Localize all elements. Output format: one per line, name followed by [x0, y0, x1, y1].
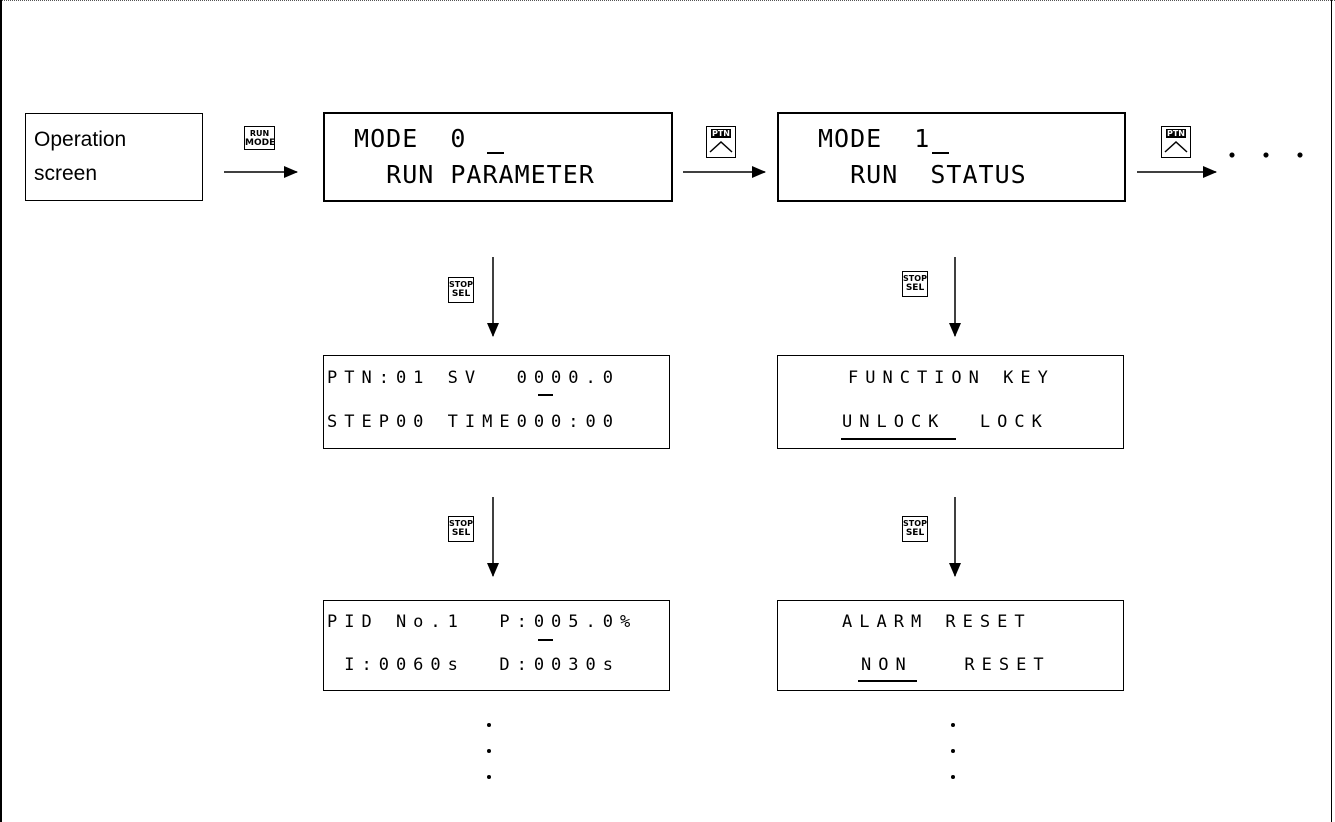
right-continuation-dot-3 [951, 775, 955, 779]
alarm-reset-display: ALARM RESET NON RESET [777, 600, 1124, 691]
ptn-up-key-icon: PTN [706, 126, 736, 158]
function-key-line2: UNLOCK LOCK [842, 412, 1049, 432]
up-chevron-icon [709, 140, 733, 153]
mode1-display: MODE 1 RUN STATUS [777, 112, 1126, 202]
run-mode-key-top: RUN [249, 129, 270, 138]
pid-display: PID No.1 P:005.0% I:0060s D:0030s [323, 600, 670, 691]
function-key-line1: FUNCTION KEY [848, 368, 1055, 388]
up-chevron-icon-2 [1164, 140, 1188, 153]
mode0-line2: RUN PARAMETER [338, 160, 595, 189]
mode0-display: MODE 0 RUN PARAMETER [323, 112, 673, 202]
stop-sel-key-icon-right-2: STOP SEL [902, 516, 928, 542]
operation-screen-line1: Operation [34, 128, 127, 151]
pid-line1: PID No.1 P:005.0% [327, 612, 638, 632]
run-mode-key-icon: RUN MODE [244, 126, 275, 150]
ptn-sv-display: PTN:01 SV 0000.0 STEP00 TIME000:00 [323, 355, 670, 449]
stop-sel-key-icon-right-1: STOP SEL [902, 271, 928, 297]
non-cursor [858, 680, 917, 682]
mode1-cursor [932, 152, 949, 154]
unlock-cursor [841, 438, 956, 440]
pid-cursor [538, 639, 553, 641]
pid-line2: I:0060s D:0030s [327, 655, 620, 675]
ptn-sv-cursor [538, 394, 553, 396]
operation-screen-box: Operation screen [25, 113, 203, 201]
left-continuation-dot-1 [487, 723, 491, 727]
mode1-line2: RUN STATUS [818, 160, 1027, 189]
ptn-sv-line1: PTN:01 SV 0000.0 [327, 368, 620, 388]
ptn-key-label: PTN [710, 129, 731, 138]
stop-sel-key-icon-left-2: STOP SEL [448, 516, 474, 542]
left-continuation-dot-2 [487, 749, 491, 753]
operation-screen-line2: screen [34, 162, 98, 185]
run-mode-key-bottom: MODE [245, 138, 276, 148]
right-continuation-dot-1 [951, 723, 955, 727]
ptn-key-label-2: PTN [1165, 129, 1186, 138]
right-continuation-dot-2 [951, 749, 955, 753]
ptn-up-key-icon-2: PTN [1161, 126, 1191, 158]
top-border [0, 0, 1335, 1]
mode0-line1: MODE 0 [338, 124, 467, 153]
mode0-cursor [487, 152, 504, 154]
continuation-ellipsis: ・・・ [1220, 143, 1322, 170]
alarm-reset-line1: ALARM RESET [842, 612, 1032, 632]
left-continuation-dot-3 [487, 775, 491, 779]
alarm-reset-line2: NON RESET [861, 655, 1051, 675]
stop-sel-key-icon-left-1: STOP SEL [448, 277, 474, 303]
function-key-display: FUNCTION KEY UNLOCK LOCK [777, 355, 1124, 449]
ptn-sv-line2: STEP00 TIME000:00 [327, 412, 620, 432]
mode1-line1: MODE 1 [818, 124, 931, 153]
